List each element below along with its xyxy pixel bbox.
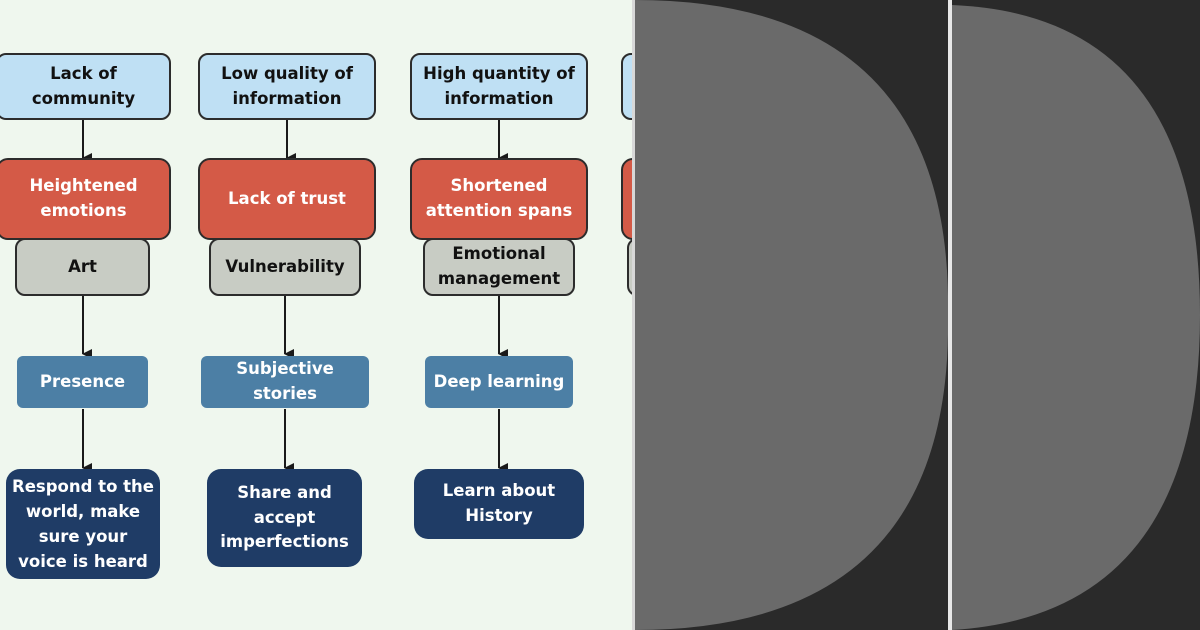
action-box-1: Respond to the world, make sure your voi… [6, 469, 160, 579]
cause-box-3: High quantity of information [410, 53, 588, 120]
practice-box-2: Subjective stories [201, 356, 369, 408]
action-box-3: Learn about History [414, 469, 584, 539]
panel-divider [632, 0, 635, 630]
connector-arrows [82, 120, 508, 473]
practice-box-3: Deep learning [425, 356, 573, 408]
cause-box-1: Lack of community [0, 53, 171, 120]
cause-box-2: Low quality of information [198, 53, 376, 120]
effect-box-3: Shortened attention spans [410, 158, 588, 240]
dark-panel-right [952, 0, 1200, 630]
effect-box-1: Heightened emotions [0, 158, 171, 240]
flowchart-panel: Lack of community Heightened emotions Ar… [0, 0, 632, 630]
theme-box-1: Art [15, 238, 150, 296]
practice-box-1: Presence [17, 356, 148, 408]
half-disc-shape [635, 0, 948, 630]
half-disc-shape-2 [952, 5, 1200, 630]
effect-box-2: Lack of trust [198, 158, 376, 240]
panel-divider-2 [948, 0, 952, 630]
theme-box-3: Emotional management [423, 238, 575, 296]
effect-box-4-partial [621, 158, 632, 240]
dark-panel-left [635, 0, 948, 630]
cause-box-4-partial [621, 53, 632, 120]
action-box-2: Share and accept imperfections [207, 469, 362, 567]
theme-box-2: Vulnerability [209, 238, 361, 296]
